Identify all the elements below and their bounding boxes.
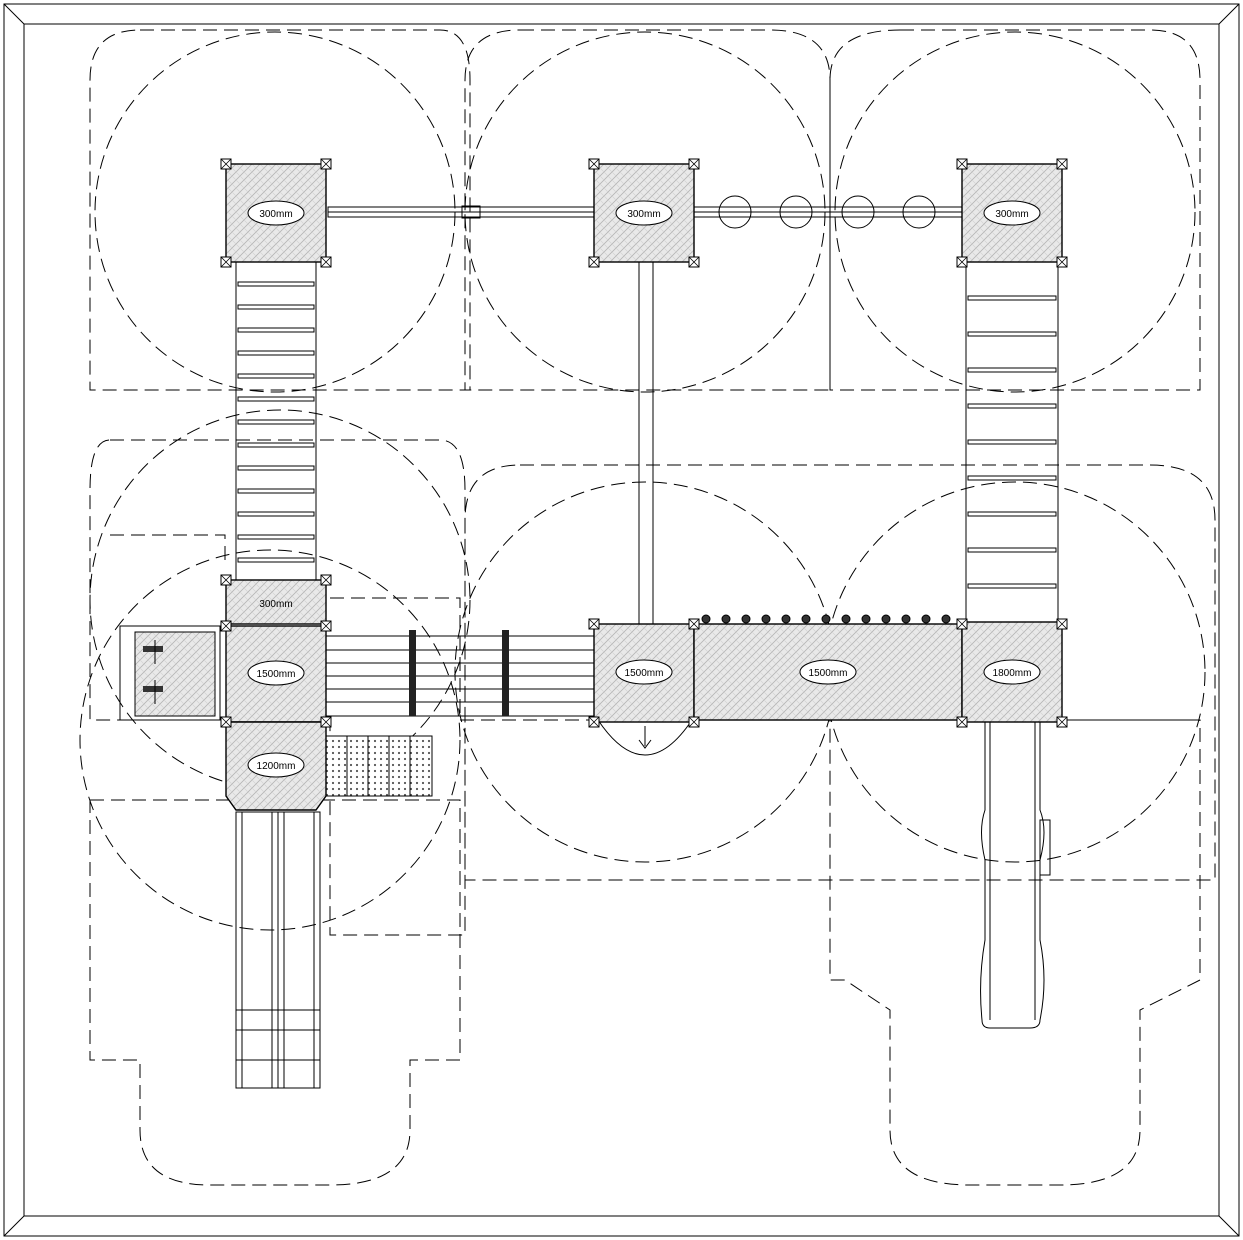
- ladder-rung: [237, 557, 315, 563]
- tube-slide: [980, 721, 1051, 1029]
- handle-bead: [861, 614, 871, 624]
- deck-right: 1800mm: [961, 621, 1063, 723]
- corner-post: [688, 158, 700, 170]
- ladder-rung: [237, 511, 315, 517]
- handle-bead: [941, 614, 951, 624]
- corner-post: [320, 158, 332, 170]
- corner-post: [956, 716, 968, 728]
- corner-post: [588, 158, 600, 170]
- ladder-rung: [967, 331, 1057, 337]
- deck-label: 1200mm: [257, 761, 296, 772]
- corner-post: [956, 618, 968, 630]
- ladder-rung: [237, 304, 315, 310]
- ladder-rung: [967, 295, 1057, 301]
- deck-long-walkway: 1500mm: [693, 623, 963, 721]
- handle-bead: [801, 614, 811, 624]
- corner-post: [320, 620, 332, 632]
- corner-post: [688, 618, 700, 630]
- ladder-rung: [237, 442, 315, 448]
- handle-bead: [821, 614, 831, 624]
- corner-post: [220, 716, 232, 728]
- ladder-rung: [967, 403, 1057, 409]
- ladder-rung: [967, 583, 1057, 589]
- right-ladder: [965, 261, 1059, 623]
- corner-post: [320, 574, 332, 586]
- corner-post: [588, 618, 600, 630]
- left-panel-platform: [119, 625, 221, 721]
- ladder-rung: [237, 373, 315, 379]
- handle-bead: [881, 614, 891, 624]
- left-ladder: [235, 261, 317, 583]
- handle-bead: [761, 614, 771, 624]
- corner-post: [1056, 716, 1068, 728]
- ladder-rung: [967, 367, 1057, 373]
- corner-post: [588, 716, 600, 728]
- deck-label: 1800mm: [993, 668, 1032, 679]
- corner-post: [956, 256, 968, 268]
- ladder-rung: [967, 511, 1057, 517]
- corner-post: [1056, 256, 1068, 268]
- corner-post: [220, 256, 232, 268]
- ladder-rung: [967, 475, 1057, 481]
- drawing-frame: [3, 3, 1240, 1237]
- climbing-panel: [325, 735, 433, 797]
- corner-post: [588, 256, 600, 268]
- door-arc: [597, 719, 693, 756]
- corner-post: [220, 620, 232, 632]
- handle-bead: [701, 614, 711, 624]
- deck-label: 300mm: [995, 209, 1028, 220]
- deck-label: 1500mm: [625, 668, 664, 679]
- deck-top-middle: 300mm: [593, 163, 695, 263]
- handle-bead: [781, 614, 791, 624]
- corner-post: [956, 158, 968, 170]
- handle-bead: [901, 614, 911, 624]
- deck-top-right: 300mm: [961, 163, 1063, 263]
- ladder-rung: [237, 350, 315, 356]
- ladder-rung: [237, 327, 315, 333]
- ladder-rung: [967, 439, 1057, 445]
- ladder-rung: [237, 488, 315, 494]
- horizontal-bridge: [325, 630, 597, 717]
- deck-label: 1500mm: [257, 669, 296, 680]
- corner-post: [688, 716, 700, 728]
- deck-center: 1500mm: [593, 623, 695, 723]
- deck-small-left: 300mm: [225, 579, 327, 625]
- corner-post: [220, 158, 232, 170]
- corner-post: [1056, 158, 1068, 170]
- corner-post: [688, 256, 700, 268]
- deck-main-left: 1500mm: [225, 625, 327, 723]
- ladder-rung: [237, 419, 315, 425]
- ladder-rung: [237, 534, 315, 540]
- handle-bead: [721, 614, 731, 624]
- bead-row: [701, 614, 951, 624]
- ladder-rung: [237, 465, 315, 471]
- deck-label: 300mm: [627, 209, 660, 220]
- ladder-rung: [237, 396, 315, 402]
- ladder-rung: [967, 547, 1057, 553]
- handle-bead: [741, 614, 751, 624]
- corner-post: [1056, 618, 1068, 630]
- center-pole: [638, 261, 654, 625]
- corner-post: [320, 256, 332, 268]
- handle-bead: [841, 614, 851, 624]
- deck-label: 300mm: [259, 209, 292, 220]
- corner-post: [320, 716, 332, 728]
- deck-corner-posts: [220, 158, 1068, 728]
- corner-post: [220, 574, 232, 586]
- deck-top-left: 300mm: [225, 163, 327, 263]
- deck-label: 1500mm: [809, 668, 848, 679]
- ladder-rung: [237, 281, 315, 287]
- double-slide: [235, 811, 321, 1089]
- deck-label: 300mm: [259, 599, 292, 610]
- deck-lower-left: 1200mm: [225, 721, 327, 811]
- handle-bead: [921, 614, 931, 624]
